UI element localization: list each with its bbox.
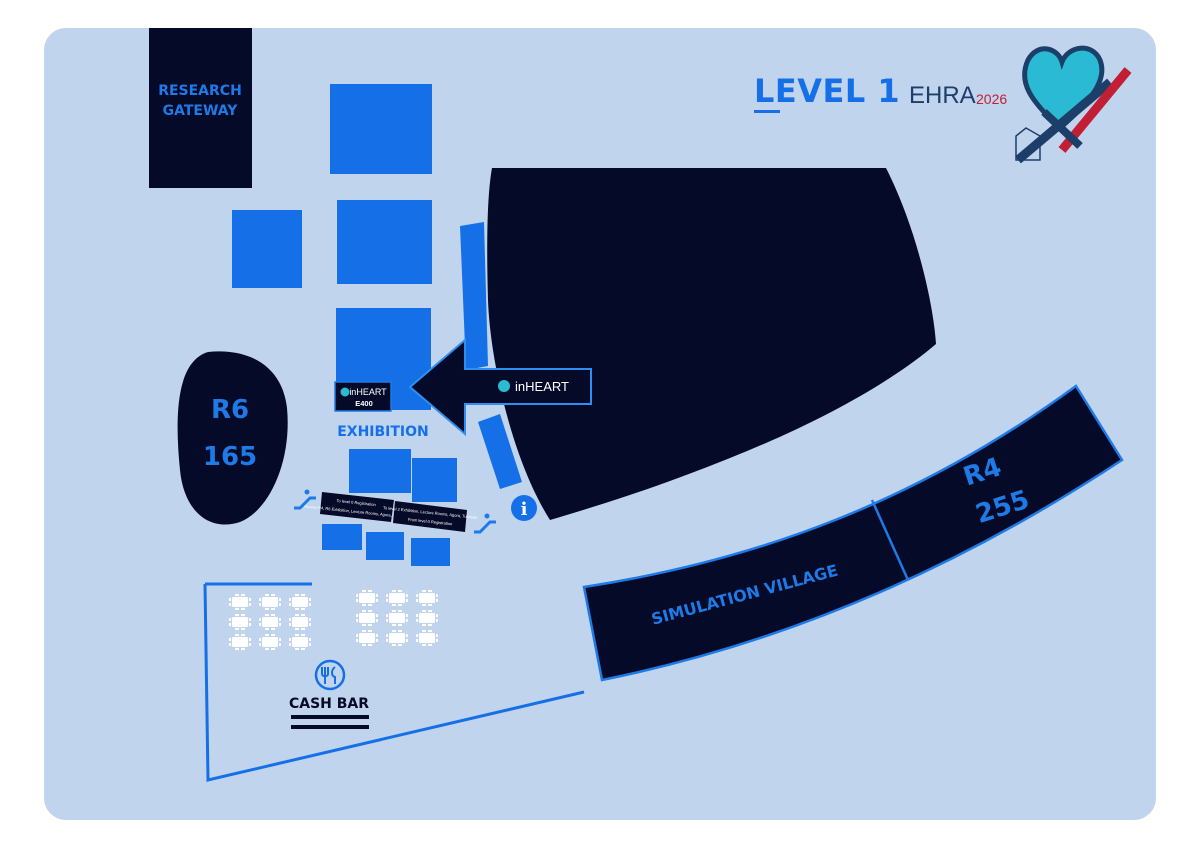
research-gateway-label-1: RESEARCH xyxy=(158,83,242,99)
booth[interactable] xyxy=(411,538,450,566)
booth[interactable] xyxy=(460,222,488,370)
table-icon xyxy=(229,614,251,630)
table-icon xyxy=(259,594,281,610)
cash-bar-counter xyxy=(291,725,369,729)
inheart-logo-icon xyxy=(340,387,350,397)
table-icon xyxy=(386,610,408,626)
simulation-village-band: SIMULATION VILLAGE R4 255 xyxy=(582,384,1124,682)
inheart-arrow-brand: inHEART xyxy=(515,379,569,394)
table-icon xyxy=(229,634,251,650)
research-gateway-room[interactable]: RESEARCH GATEWAY xyxy=(149,28,252,188)
table-icon xyxy=(416,590,438,606)
cash-bar-area-outline xyxy=(203,582,585,782)
room-divider xyxy=(870,499,910,581)
svg-text:i: i xyxy=(521,499,528,520)
booth[interactable] xyxy=(232,210,302,288)
level-underline xyxy=(754,110,780,113)
inheart-booth-number: E400 xyxy=(355,399,373,408)
cash-bar-label: CASH BAR xyxy=(289,696,369,712)
table-icon xyxy=(289,614,311,630)
escalator-icon xyxy=(294,489,316,510)
room-r6[interactable]: R6 165 xyxy=(177,351,288,525)
table-icon xyxy=(356,630,378,646)
ehra-year: 2026 xyxy=(976,91,1007,107)
table-icon xyxy=(356,610,378,626)
level-label: LEVEL 1 xyxy=(754,72,900,110)
booth[interactable] xyxy=(412,458,457,502)
r6-name: R6 xyxy=(211,395,249,425)
level-indicator: LEVEL 1 xyxy=(754,72,900,113)
escalator-sign-left xyxy=(320,492,394,522)
exhibition-booths xyxy=(232,84,522,566)
research-gateway-label-2: GATEWAY xyxy=(163,103,239,119)
sign-right-line-2: From level 0 Registration xyxy=(408,517,453,527)
table-icon xyxy=(416,630,438,646)
table-icon xyxy=(416,610,438,626)
booth[interactable] xyxy=(478,414,522,489)
booth[interactable] xyxy=(366,532,404,560)
inheart-direction-arrow[interactable]: inHEART xyxy=(408,337,592,437)
table-icon xyxy=(259,634,281,650)
exhibition-hall[interactable] xyxy=(487,168,936,520)
booth[interactable] xyxy=(337,200,432,284)
table-icon xyxy=(386,630,408,646)
table-icon xyxy=(289,634,311,650)
inheart-booth-brand: inHEART xyxy=(349,387,387,397)
ehra-label: EHRA xyxy=(909,82,976,109)
table-icon xyxy=(229,594,251,610)
table-icon xyxy=(259,614,281,630)
escalator-icon xyxy=(474,513,496,534)
ehra-logo: EHRA 2026 xyxy=(909,82,1007,109)
sign-left-line-1: To level 0 Registration xyxy=(336,498,376,507)
cash-bar-tables xyxy=(229,590,438,650)
inheart-logo-icon xyxy=(498,380,510,392)
table-icon xyxy=(386,590,408,606)
r6-capacity: 165 xyxy=(203,442,257,472)
booth[interactable] xyxy=(322,524,362,550)
inheart-booth[interactable]: inHEART E400 xyxy=(334,381,392,412)
utensils-icon xyxy=(314,659,346,691)
cash-bar-counter xyxy=(291,715,369,719)
table-icon xyxy=(356,590,378,606)
booth[interactable] xyxy=(349,449,411,493)
table-icon xyxy=(289,594,311,610)
exhibition-label: EXHIBITION xyxy=(337,424,429,440)
booth[interactable] xyxy=(330,84,432,174)
heart-logo-icon xyxy=(1015,45,1132,164)
info-icon[interactable]: i xyxy=(511,495,537,521)
escalator-sign-right xyxy=(393,501,467,532)
